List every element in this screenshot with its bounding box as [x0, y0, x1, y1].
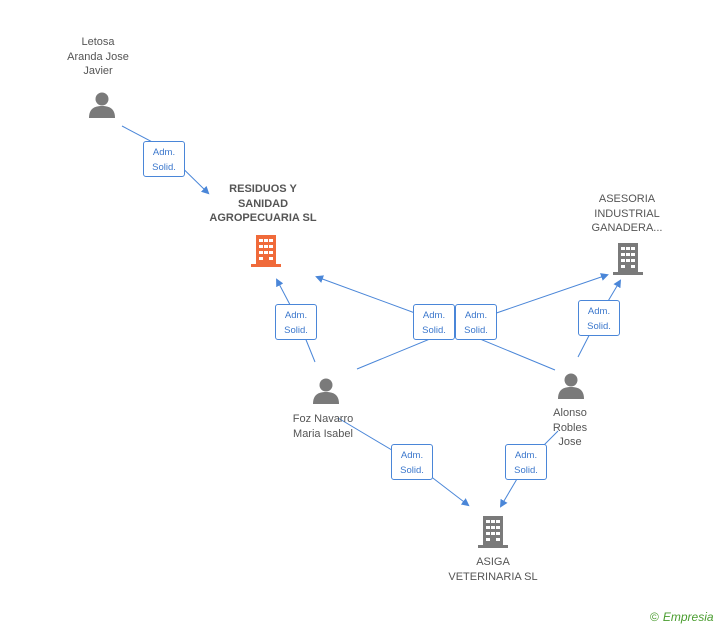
edge-label-type: Solid. [400, 465, 424, 476]
node-label-line: GANADERA... [591, 222, 663, 234]
node-label-line: RESIDUOS Y [229, 183, 297, 195]
brand-name: Empresia [662, 610, 714, 624]
edge-label-alonso-asiga[interactable]: Adm. Solid. [505, 444, 547, 480]
edge-label-foz-asiga[interactable]: Adm. Solid. [391, 444, 433, 480]
building-icon[interactable] [250, 233, 282, 267]
node-label-residuos: RESIDUOS Y SANIDAD AGROPECUARIA SL [193, 182, 333, 226]
node-label-alonso: Alonso Robles Jose [530, 406, 610, 450]
edge-label-role: Adm. [514, 450, 538, 461]
edge-label-type: Solid. [422, 325, 446, 336]
node-label-line: ASIGA [476, 556, 510, 568]
edge-label-role: Adm. [587, 306, 611, 317]
node-label-letosa: Letosa Aranda Jose Javier [48, 35, 148, 79]
edge-label-role: Adm. [400, 450, 424, 461]
edge-label-type: Solid. [464, 325, 488, 336]
edge-label-letosa-residuos[interactable]: Adm. Solid. [143, 141, 185, 177]
edge-label-role: Adm. [152, 147, 176, 158]
node-label-line: AGROPECUARIA SL [209, 212, 317, 224]
node-label-foz: Foz Navarro Maria Isabel [273, 412, 373, 441]
edge-label-alonso-residuos[interactable]: Adm. Solid. [413, 304, 455, 340]
edge-label-alonso-asesoria[interactable]: Adm. Solid. [578, 300, 620, 336]
building-icon[interactable] [612, 241, 644, 275]
brand-logo[interactable]: ©Empresia [650, 610, 714, 624]
edge-label-type: Solid. [514, 465, 538, 476]
node-label-line: Letosa [81, 36, 115, 48]
node-label-line: Jose [558, 436, 582, 448]
edge-label-role: Adm. [464, 310, 488, 321]
copyright-icon: © [650, 610, 659, 624]
node-label-line: VETERINARIA SL [448, 570, 538, 583]
building-icon[interactable] [477, 514, 509, 548]
edge-label-type: Solid. [284, 325, 308, 336]
person-icon[interactable] [557, 371, 585, 399]
edge-label-role: Adm. [422, 310, 446, 321]
node-label-line: SANIDAD [237, 197, 289, 210]
node-label-asesoria: ASESORIA INDUSTRIAL GANADERA... [577, 192, 677, 236]
edge-label-type: Solid. [152, 162, 176, 173]
edge-label-type: Solid. [587, 321, 611, 332]
edge-label-foz-asesoria[interactable]: Adm. Solid. [455, 304, 497, 340]
node-label-line: Javier [83, 65, 113, 77]
node-label-line: Robles [552, 421, 588, 434]
node-label-line: INDUSTRIAL [594, 207, 660, 220]
node-label-line: Maria Isabel [293, 427, 353, 440]
node-label-line: Foz Navarro [292, 413, 354, 425]
edge-label-role: Adm. [284, 310, 308, 321]
node-label-line: Aranda Jose [67, 50, 129, 63]
person-icon[interactable] [88, 90, 116, 118]
node-label-asiga: ASIGA VETERINARIA SL [440, 555, 546, 584]
node-label-line: Alonso [553, 407, 587, 419]
person-icon[interactable] [312, 376, 340, 404]
edge-label-foz-residuos[interactable]: Adm. Solid. [275, 304, 317, 340]
node-label-line: ASESORIA [598, 193, 656, 205]
